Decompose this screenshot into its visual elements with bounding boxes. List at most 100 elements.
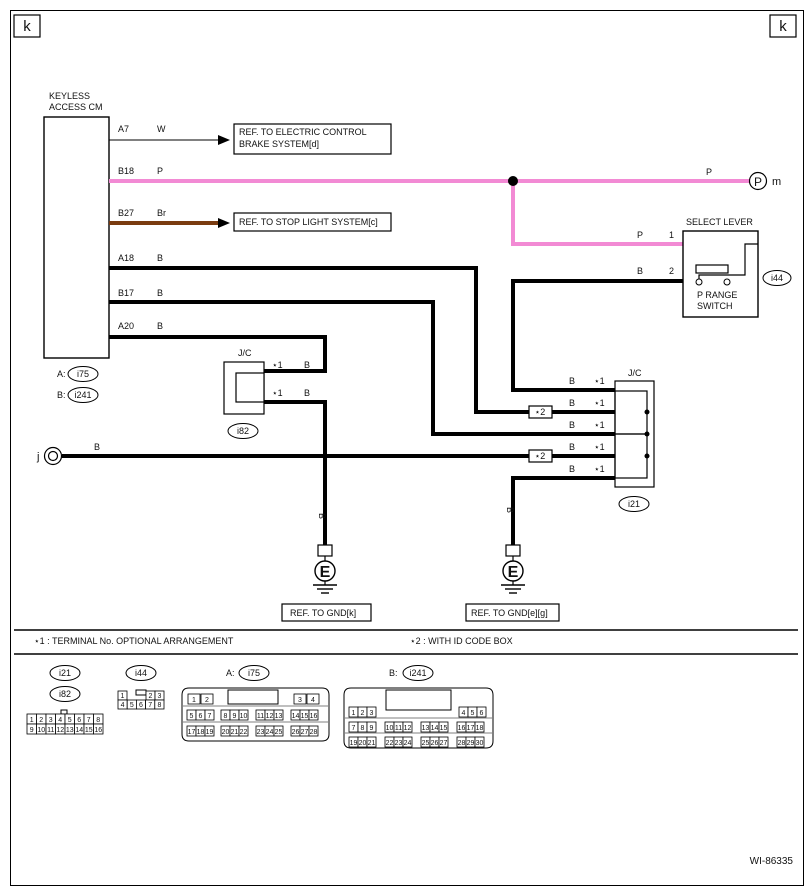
jc-connector-key: [60, 709, 68, 715]
i75-pin-23-number: 23: [257, 729, 265, 736]
i241-pin-3-number: 3: [370, 710, 374, 717]
p-range-switch-contact: [695, 264, 729, 274]
i241-pin-25-number: 25: [422, 740, 430, 747]
jc-pin-16-cell: [93, 723, 104, 735]
i241-pin-5-number: 5: [471, 710, 475, 717]
i241-pin-24-number: 24: [404, 740, 412, 747]
i44-pin-6-number: 6: [139, 702, 143, 709]
i241-pin-7-number: 7: [352, 725, 356, 732]
i75-pin-25-cell: [273, 725, 284, 737]
jc-pin-13-number: 13: [66, 727, 74, 734]
i44-pin-4-number: 4: [121, 702, 125, 709]
jc-small-wire-2: B: [304, 388, 310, 398]
jc-pin-11-number: 11: [47, 727, 54, 734]
i75-pin-12-number: 12: [266, 713, 274, 720]
arrow-ecbs: [218, 135, 230, 145]
star2-label-j: ⋆2: [535, 451, 546, 461]
i75-pin-22-cell: [238, 725, 249, 737]
pinout-i82-oval: [49, 686, 81, 702]
i75-pin-20-number: 20: [222, 729, 230, 736]
corner-label-right: k: [779, 18, 787, 35]
i75-pin-17-number: 17: [188, 729, 196, 736]
i75-pin-1-cell: [187, 693, 201, 705]
pin-2-label: 2: [669, 266, 674, 276]
jc-pin-9-number: 9: [30, 727, 34, 734]
i75-pin-13-number: 13: [275, 713, 283, 720]
i241-pin-21-number: 21: [368, 740, 376, 747]
i241-pin-9-cell: [366, 721, 377, 733]
conn-b-id-oval: [67, 387, 99, 403]
wire-p-select-label: P: [637, 230, 643, 240]
jc-row4-star: ⋆1: [594, 442, 605, 452]
i75-pin-19-cell: [204, 725, 215, 737]
i241-pin-2-number: 2: [361, 710, 365, 717]
pinout-i75-oval: [238, 665, 270, 681]
switch-terminal-right: [723, 278, 731, 286]
i75-pin-10-number: 10: [240, 713, 248, 720]
jc-pin-12-number: 12: [56, 727, 64, 734]
i241-pin-9-number: 9: [370, 725, 374, 732]
i241-pin-27-cell: [438, 736, 449, 748]
select-lever-internal-wire: [698, 243, 758, 281]
select-lever-title: SELECT LEVER: [686, 217, 753, 227]
keyless-title-2: ACCESS CM: [49, 102, 103, 112]
jc-pin-10-number: 10: [37, 727, 45, 734]
jc-row1-star: ⋆1: [594, 376, 605, 386]
i241-pin-12-number: 12: [404, 725, 412, 732]
wire-a7-terminal: A7: [118, 124, 129, 134]
conn-b-id: i241: [74, 390, 91, 400]
jc-row3-star: ⋆1: [594, 420, 605, 430]
jc-row5-wire: B: [569, 464, 575, 474]
i241-pin-12-cell: [402, 721, 413, 733]
diagram-code: WI-86335: [750, 856, 794, 867]
wire-b18-terminal: B18: [118, 166, 134, 176]
conn-a-label: A:: [57, 369, 66, 379]
i44-pin-8-cell: [154, 699, 165, 710]
jc-row4-wire: B: [569, 442, 575, 452]
i241-pin-6-cell: [476, 706, 487, 718]
i75-pin-4-number: 4: [311, 697, 315, 704]
jc-small-wire-1: B: [304, 360, 310, 370]
i241-pin-8-number: 8: [361, 725, 365, 732]
switch-label-1: P RANGE: [697, 290, 737, 300]
corner-label-left: k: [23, 18, 31, 35]
wire-p-top-label: P: [706, 167, 712, 177]
jc-pin-15-number: 15: [85, 727, 93, 734]
arrow-stop-light: [218, 218, 230, 228]
i75-pin-1-number: 1: [192, 697, 196, 704]
pin-1-label: 1: [669, 230, 674, 240]
i75-pin-11-number: 11: [257, 713, 264, 720]
jc-row1-wire: B: [569, 376, 575, 386]
switch-terminal-left: [695, 278, 703, 286]
i241-pin-20-number: 20: [359, 740, 367, 747]
i44-pin-3-number: 3: [158, 693, 162, 700]
connector-j-inner: [47, 450, 59, 462]
i75-pin-7-cell: [204, 709, 215, 721]
ref-stop-light-box: [233, 212, 392, 232]
connector-m-label: m: [772, 176, 781, 188]
jc-small-title: J/C: [238, 348, 252, 358]
wire-a18: [109, 266, 529, 414]
i241-pin-23-number: 23: [395, 740, 403, 747]
legend-note-2: ⋆2 : WITH ID CODE BOX: [410, 636, 513, 646]
ref-gnd-k: REF. TO GND[k]: [290, 608, 356, 618]
jc-big-node-3: [644, 453, 650, 459]
i241-pin-28-number: 28: [458, 740, 466, 747]
i44-pin-1-number: 1: [121, 693, 125, 700]
i44-pin-2-number: 2: [149, 693, 153, 700]
wire-a18-terminal: A18: [118, 253, 134, 263]
i75-pin-26-number: 26: [292, 729, 300, 736]
i241-pin-18-number: 18: [476, 725, 484, 732]
connector-p-circle: [748, 171, 768, 191]
ref-gnd-eg-box: [465, 603, 560, 622]
i75-pin-18-number: 18: [197, 729, 205, 736]
i75-pin-2-number: 2: [205, 697, 209, 704]
wire-a20-terminal: A20: [118, 321, 134, 331]
jc-big-node-1: [644, 409, 650, 415]
i44-connector-key: [135, 689, 147, 696]
i241-pin-22-number: 22: [386, 740, 394, 747]
pinout-i82-label: i82: [59, 689, 71, 699]
ref-gnd-eg: REF. TO GND[e][g]: [471, 608, 548, 618]
jc-pin-4-number: 4: [58, 717, 62, 724]
